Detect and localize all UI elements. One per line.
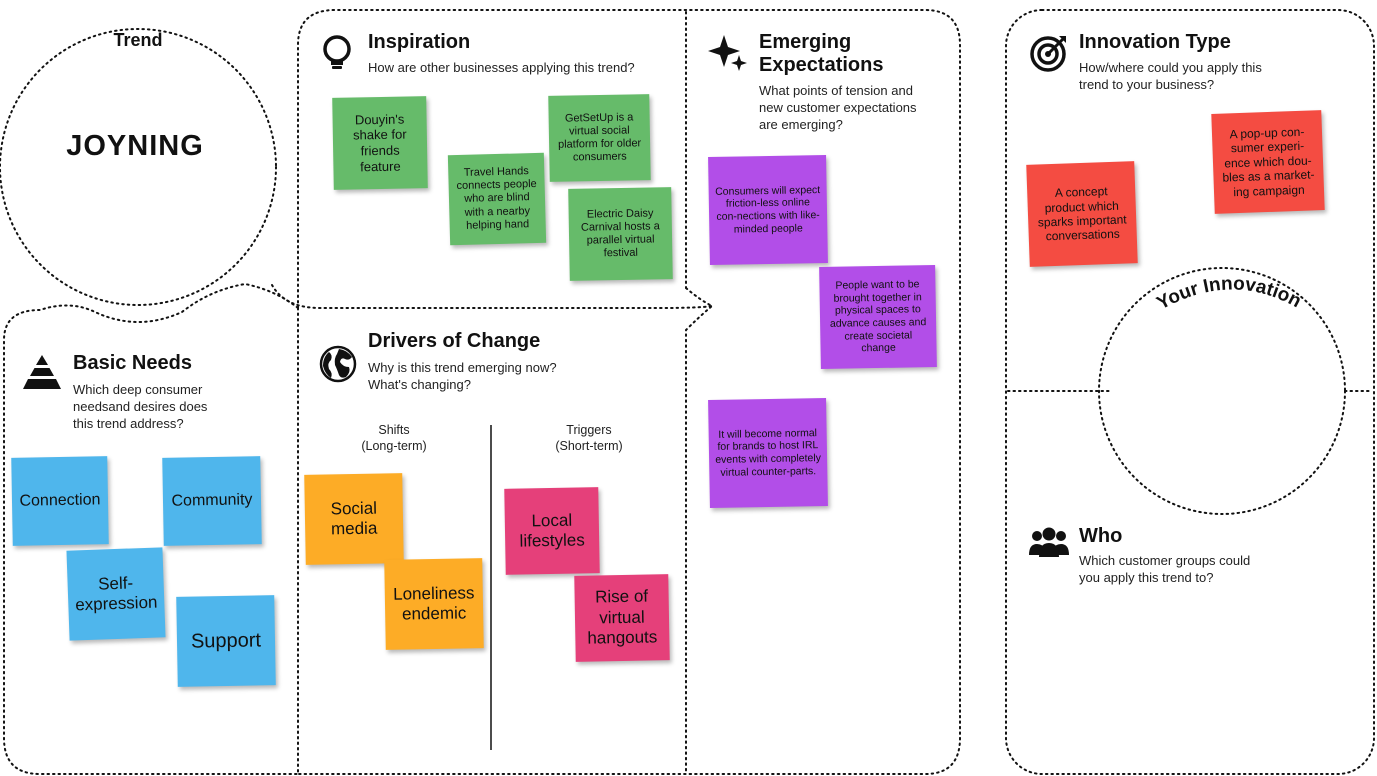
innovation-type-question: How/where could you apply this trend to … [1079, 60, 1262, 92]
basic-needs-note-self-expression[interactable]: Self-expression [66, 547, 166, 641]
inspiration-title: Inspiration [368, 31, 471, 53]
triggers-sublabel: (Short-term) [555, 439, 623, 453]
trigger-note-local-lifestyles[interactable]: Local lifestyles [504, 487, 600, 575]
basic-needs-note-community[interactable]: Community [162, 456, 262, 546]
innovation-note-concept[interactable]: A concept product which sparks important… [1026, 161, 1138, 267]
inspiration-note-douyin[interactable]: Douyin's shake for friends feature [332, 96, 428, 190]
trend-name: JOYNING [66, 130, 204, 162]
inspiration-question: How are other businesses applying this t… [368, 60, 635, 75]
who-title: Who [1079, 525, 1123, 547]
emerging-title-line1: Emerging [759, 31, 852, 53]
sparkle-icon [708, 35, 747, 71]
basic-needs-question: Which deep consumer needsand desires doe… [73, 382, 208, 431]
trend-circle-outline [0, 28, 277, 306]
your-innovation-circle [1098, 267, 1346, 515]
innovation-note-popup[interactable]: A pop-up con-sumer experi-ence which dou… [1211, 110, 1325, 214]
lightbulb-icon [323, 35, 351, 69]
drivers-top-divider [271, 284, 713, 309]
target-icon [1030, 36, 1066, 72]
inspiration-note-getsetup[interactable]: GetSetUp is a virtual social platform fo… [548, 94, 651, 182]
pyramid-icon [23, 355, 61, 389]
inspiration-note-travel-hands[interactable]: Travel Hands connects people who are bli… [447, 152, 547, 246]
emerging-note-physical[interactable]: People want to be brought together in ph… [819, 264, 937, 370]
your-innovation-label: Your Innovation [1153, 273, 1304, 314]
emerging-title-line2: Expectations [759, 54, 884, 76]
innovation-panel-outline [1005, 9, 1375, 775]
shifts-label: Shifts [378, 423, 410, 437]
trend-label: Trend [113, 30, 163, 50]
drivers-right-divider [685, 287, 714, 775]
shifts-sublabel: (Long-term) [361, 439, 427, 453]
emerging-note-irl[interactable]: It will become normal for brands to host… [708, 397, 828, 509]
innovation-type-title: Innovation Type [1079, 31, 1231, 53]
drivers-title: Drivers of Change [368, 330, 541, 352]
basic-needs-title: Basic Needs [73, 352, 192, 374]
drivers-question: Why is this trend emerging now? What's c… [368, 360, 557, 392]
people-icon [1029, 527, 1069, 557]
triggers-label: Triggers [566, 423, 612, 437]
basic-needs-note-support[interactable]: Support [176, 595, 276, 687]
emerging-question: What points of tension and new customer … [759, 83, 917, 132]
shift-note-social-media[interactable]: Social media [304, 473, 404, 565]
center-panel-outline [297, 9, 961, 775]
inspiration-note-edc[interactable]: Electric Daisy Carnival hosts a parallel… [568, 187, 673, 281]
basic-needs-note-connection[interactable]: Connection [11, 456, 109, 546]
basic-needs-outline [3, 282, 299, 775]
trigger-note-virtual-hangouts[interactable]: Rise of virtual hangouts [574, 574, 670, 662]
globe-icon [319, 345, 357, 383]
emerging-note-online[interactable]: Consumers will expect friction-less onli… [708, 154, 828, 266]
shift-note-loneliness[interactable]: Loneliness endemic [384, 558, 484, 650]
who-question: Which customer groups could you apply th… [1079, 553, 1251, 585]
